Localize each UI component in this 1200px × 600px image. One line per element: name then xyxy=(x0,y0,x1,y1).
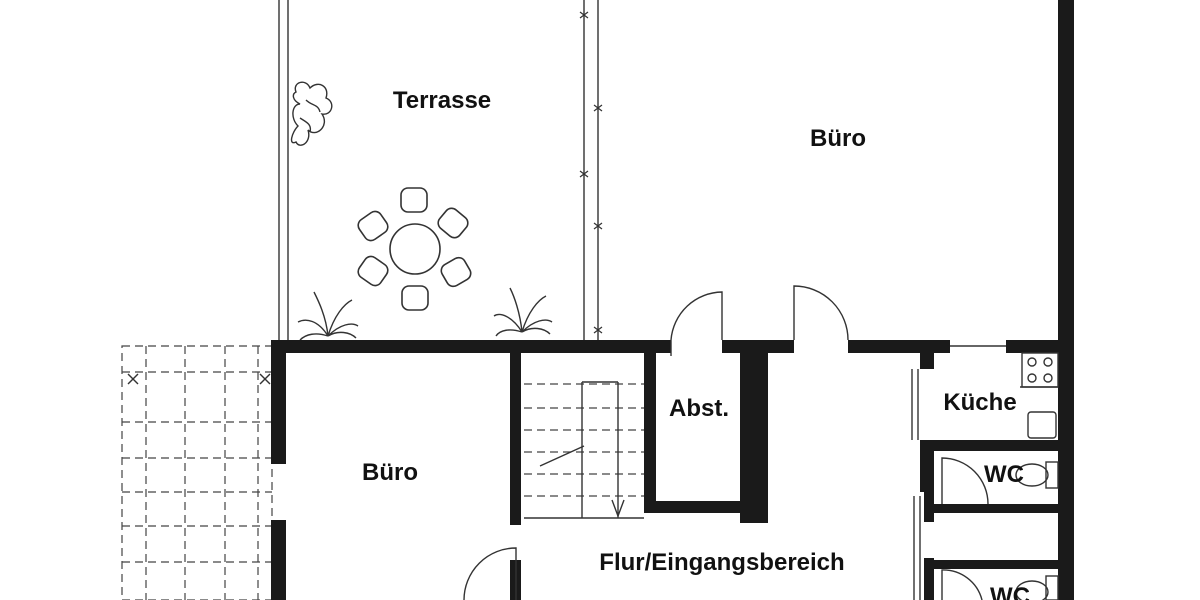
room-label-buero-top: Büro xyxy=(810,125,866,152)
interior-thin-walls xyxy=(911,345,1006,600)
room-label-buero-left: Büro xyxy=(362,459,418,486)
room-label-abstellraum: Abst. xyxy=(669,395,729,422)
doors xyxy=(463,285,989,600)
walls xyxy=(271,0,1074,600)
room-label-wc-1: WC xyxy=(984,461,1024,488)
left-balcony-area xyxy=(121,345,273,600)
room-label-flur: Flur/Eingangsbereich xyxy=(599,549,844,576)
toilet-icon xyxy=(1015,575,1059,600)
plant-icon xyxy=(493,287,553,337)
room-label-kueche: Küche xyxy=(943,389,1016,416)
terrace-dining-set xyxy=(357,187,472,311)
room-label-wc-2: WC xyxy=(990,583,1030,600)
toilet-icon xyxy=(1015,461,1059,489)
terrace-area xyxy=(278,0,603,342)
staircase xyxy=(524,381,644,519)
plant-icon xyxy=(297,291,359,341)
kitchen-fixtures xyxy=(1020,352,1059,439)
room-label-terrasse: Terrasse xyxy=(393,87,491,114)
shrub-icon xyxy=(290,81,333,146)
